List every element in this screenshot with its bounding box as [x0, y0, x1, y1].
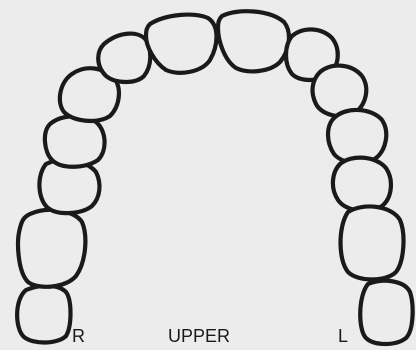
- tooth-right-molar-1[interactable]: [18, 210, 85, 287]
- tooth-left-molar-2[interactable]: [360, 281, 412, 344]
- tooth-left-premolar-1[interactable]: [328, 110, 386, 163]
- tooth-left-central-incisor[interactable]: [218, 11, 289, 71]
- tooth-left-molar-1[interactable]: [341, 206, 404, 279]
- arch-label: UPPER: [168, 326, 230, 346]
- side-right-label: R: [72, 326, 85, 346]
- tooth-left-premolar-2[interactable]: [333, 158, 391, 211]
- tooth-right-molar-2[interactable]: [17, 286, 70, 343]
- tooth-right-lateral-incisor[interactable]: [98, 34, 150, 82]
- side-left-label: L: [338, 326, 348, 346]
- tooth-right-central-incisor[interactable]: [146, 15, 217, 73]
- tooth-right-premolar-1[interactable]: [45, 116, 105, 167]
